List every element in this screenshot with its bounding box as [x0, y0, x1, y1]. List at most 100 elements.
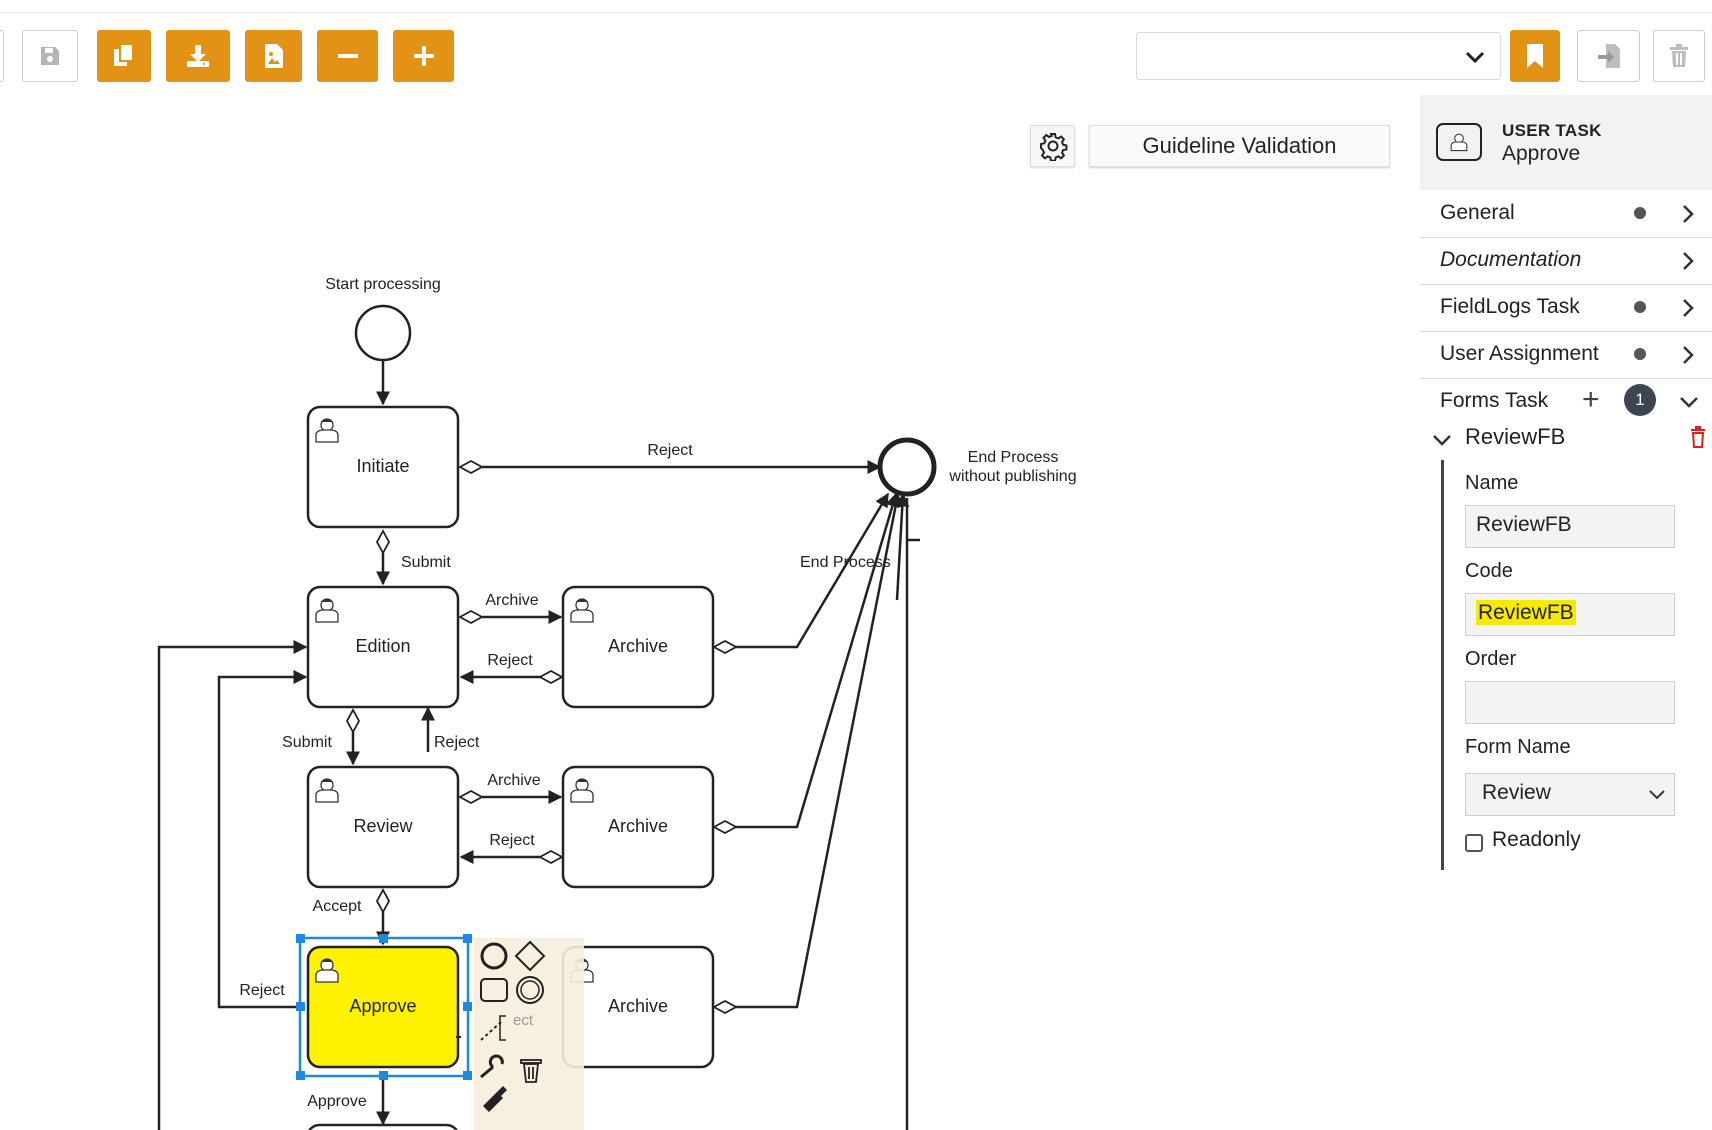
trash-icon: [1670, 44, 1688, 67]
form-item-header[interactable]: ReviewFB: [1420, 420, 1712, 460]
section-label: Forms Task: [1440, 389, 1549, 412]
bpmn-canvas[interactable]: Start processing End Process without pub…: [0, 240, 1100, 1130]
task-edition[interactable]: [306, 585, 460, 709]
order-input[interactable]: [1465, 681, 1675, 724]
properties-panel: USER TASK Approve General Documentation …: [1420, 95, 1712, 1130]
delete-form-icon[interactable]: [1690, 426, 1706, 448]
task-archive-2[interactable]: [561, 765, 715, 889]
gear-icon: [1039, 133, 1067, 161]
order-label: Order: [1465, 648, 1517, 670]
flow-outer-loop: [157, 640, 308, 1130]
chevron-down-icon: [1649, 790, 1665, 800]
task-label-edition: Edition: [355, 636, 410, 656]
section-forms-task[interactable]: Forms Task + 1: [1420, 379, 1712, 426]
section-label: User Assignment: [1440, 342, 1599, 365]
save-button[interactable]: [22, 30, 78, 82]
task-bottom-partial[interactable]: [308, 1123, 458, 1130]
copy-icon: [114, 43, 134, 66]
name-value: ReviewFB: [1476, 513, 1572, 536]
append-end-event-icon: [480, 942, 508, 970]
export-image-button[interactable]: [245, 30, 302, 82]
task-approve[interactable]: [306, 945, 460, 1069]
context-pad[interactable]: [480, 940, 546, 1112]
modified-dot-icon: [1634, 207, 1646, 219]
readonly-checkbox[interactable]: [1465, 834, 1483, 852]
form-item-title: ReviewFB: [1465, 424, 1566, 449]
bookmark-button[interactable]: [1510, 30, 1560, 82]
label-reject-2: Reject: [489, 832, 535, 849]
flow-approve-reject: [217, 670, 308, 1009]
append-intermediate-event-icon: [516, 976, 544, 1004]
label-archive-1: Archive: [485, 592, 538, 609]
label-approve-out: Approve: [307, 1093, 367, 1110]
element-type: USER TASK: [1502, 121, 1602, 140]
task-initiate[interactable]: [306, 405, 460, 529]
readonly-label: Readonly: [1492, 828, 1581, 851]
label-partial-reject: ect: [513, 1012, 534, 1029]
form-name-value: Review: [1482, 781, 1551, 804]
append-gateway-icon: [514, 940, 546, 972]
label-reject-1: Reject: [487, 652, 533, 669]
flow-archive2-end: [735, 492, 900, 829]
delete-button[interactable]: [1653, 30, 1705, 82]
section-label: General: [1440, 201, 1515, 224]
section-fieldlogs-task[interactable]: FieldLogs Task: [1420, 285, 1712, 332]
forms-count-badge: 1: [1624, 384, 1656, 416]
section-label: Documentation: [1440, 248, 1582, 271]
flow-archive3-end: [735, 492, 903, 1009]
modified-dot-icon: [1634, 348, 1646, 360]
guideline-validation-button[interactable]: Guideline Validation: [1089, 125, 1390, 167]
import-button[interactable]: [1577, 30, 1640, 82]
import-icon: [1597, 44, 1620, 68]
modified-dot-icon: [1634, 301, 1646, 313]
zoom-out-button[interactable]: [317, 30, 378, 82]
settings-button[interactable]: [1030, 125, 1075, 167]
label-end-line1: End Process: [968, 449, 1059, 466]
start-event[interactable]: [354, 304, 412, 362]
label-submit-2: Submit: [282, 734, 332, 751]
section-label: FieldLogs Task: [1440, 295, 1580, 318]
task-review[interactable]: [306, 765, 460, 889]
chevron-right-icon: [1683, 252, 1694, 270]
version-select[interactable]: [1136, 32, 1501, 80]
flow-archive1-end: [735, 492, 890, 649]
code-label: Code: [1465, 560, 1513, 582]
code-value: ReviewFB: [1476, 600, 1576, 625]
wrench-icon: [480, 1054, 504, 1079]
top-divider: [0, 12, 1712, 13]
task-archive-1[interactable]: [561, 585, 715, 709]
copy-button[interactable]: [97, 30, 151, 82]
zoom-in-button[interactable]: [393, 30, 454, 82]
name-input[interactable]: ReviewFB: [1465, 505, 1675, 548]
end-event[interactable]: [877, 437, 937, 497]
label-reject-initiate: Reject: [647, 442, 693, 459]
conditional-markers: [345, 459, 738, 1015]
text-annotation-icon: [499, 1015, 506, 1041]
panel-header: USER TASK Approve: [1420, 95, 1712, 190]
user-task-icon: [1436, 123, 1482, 161]
task-label-approve: Approve: [349, 996, 416, 1016]
bookmark-icon: [1527, 44, 1543, 68]
section-documentation[interactable]: Documentation: [1420, 238, 1712, 285]
trash-icon: [520, 1059, 542, 1083]
append-task-icon: [480, 978, 508, 1002]
section-user-assignment[interactable]: User Assignment: [1420, 332, 1712, 379]
partial-toolbar-button[interactable]: [0, 30, 4, 82]
label-start: Start processing: [325, 276, 441, 293]
element-name: Approve: [1502, 142, 1581, 165]
selection-handles[interactable]: [296, 934, 472, 1080]
export-image-icon: [264, 44, 283, 68]
connect-icon: [480, 1021, 502, 1041]
section-general[interactable]: General: [1420, 191, 1712, 238]
label-archive-2: Archive: [487, 772, 540, 789]
form-item-indent-line: [1441, 460, 1444, 870]
add-form-icon[interactable]: +: [1582, 383, 1600, 416]
label-accept: Accept: [313, 898, 362, 915]
flow-end-extra: [895, 492, 910, 601]
form-name-select[interactable]: Review: [1465, 773, 1675, 816]
chevron-down-icon: [1465, 51, 1485, 64]
code-input[interactable]: ReviewFB: [1465, 593, 1675, 636]
name-label: Name: [1465, 472, 1519, 494]
label-reject-review: Reject: [434, 734, 480, 751]
download-button[interactable]: [166, 30, 230, 82]
